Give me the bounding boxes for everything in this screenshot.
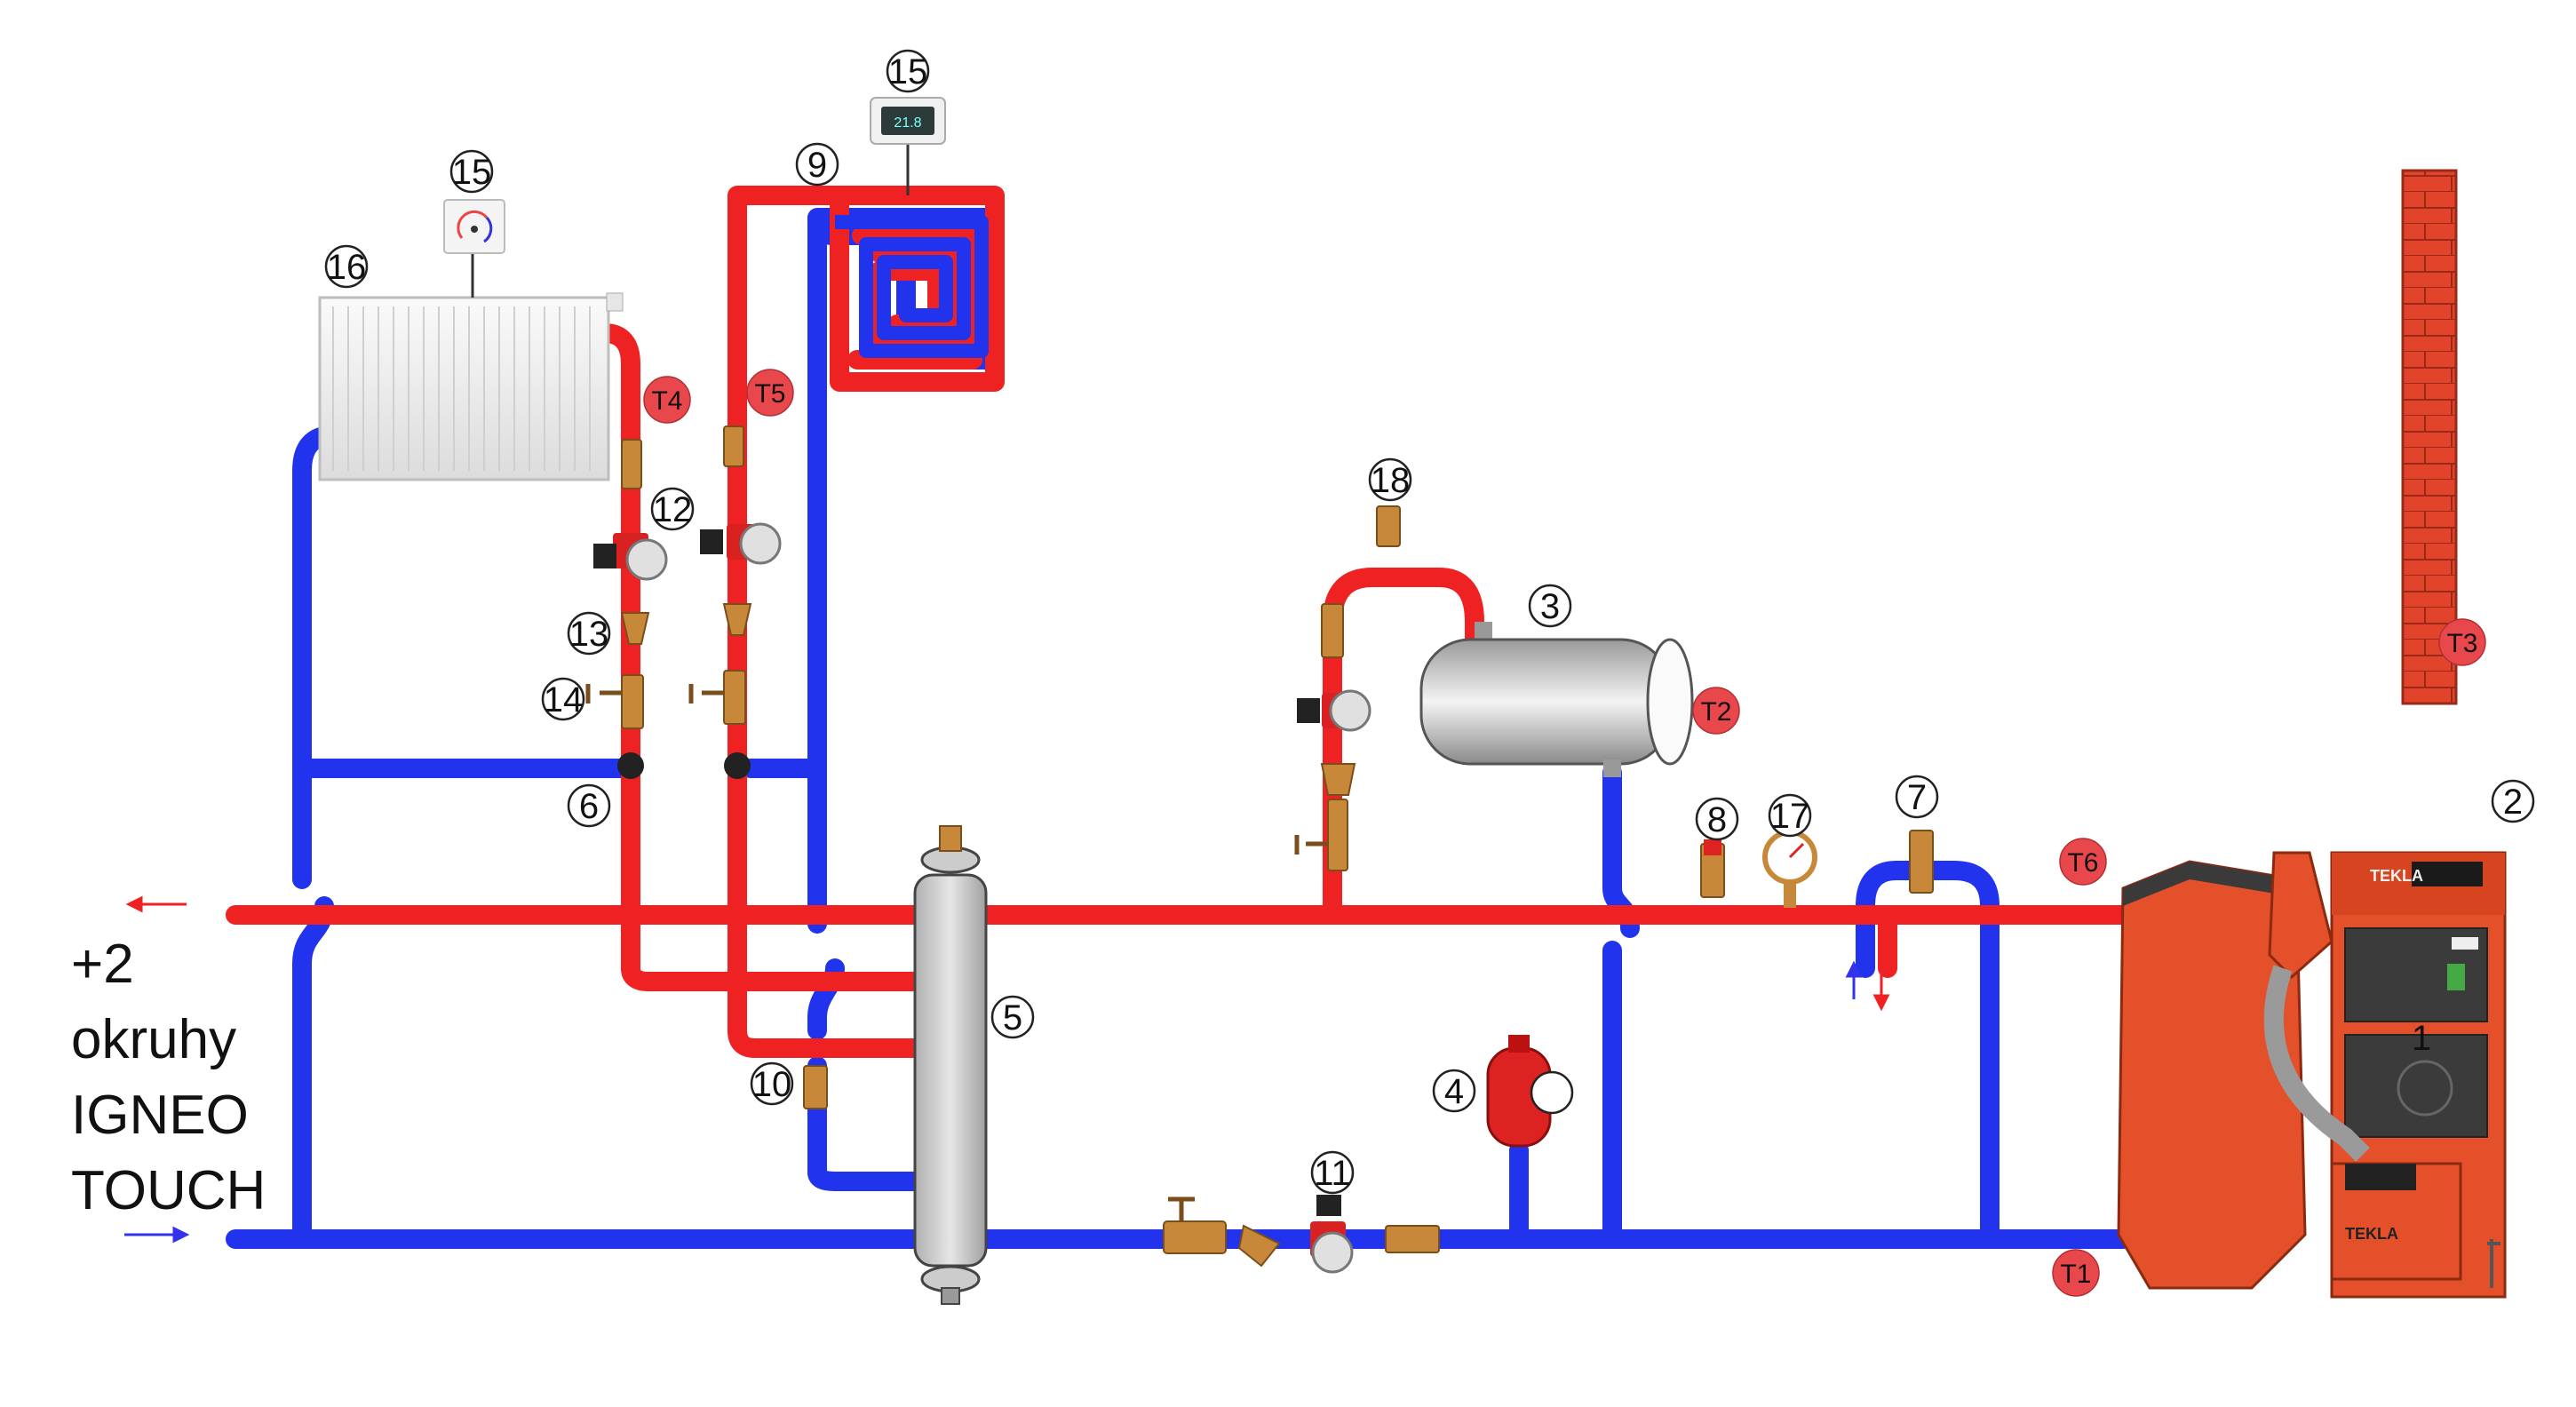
label-15b: 15 bbox=[888, 52, 928, 91]
label-8: 8 bbox=[1707, 800, 1727, 839]
hydraulic-separator bbox=[913, 825, 988, 1305]
label-12: 12 bbox=[653, 490, 693, 529]
sensor-t6: T6 bbox=[2067, 848, 2098, 878]
label-15a: 15 bbox=[452, 153, 492, 192]
radiator-loop-bottom bbox=[621, 958, 925, 991]
component-callouts bbox=[324, 49, 2535, 1195]
tank-supply-loop bbox=[1323, 568, 1484, 925]
label-1: 1 bbox=[2412, 1019, 2431, 1058]
sensor-t4: T4 bbox=[651, 386, 682, 416]
brass-fittings bbox=[585, 425, 1934, 1268]
zone-valves bbox=[617, 752, 751, 779]
separator-return-loop bbox=[807, 1163, 925, 1191]
pump-radiator bbox=[593, 533, 668, 581]
circulation-pumps bbox=[593, 522, 1371, 1274]
label-11: 11 bbox=[1314, 1154, 1351, 1193]
label-7: 7 bbox=[1907, 778, 1927, 817]
label-2: 2 bbox=[2503, 783, 2523, 822]
note-line-3: IGNEO bbox=[71, 1085, 249, 1146]
safety-valve bbox=[1704, 839, 1721, 855]
label-16: 16 bbox=[327, 248, 367, 287]
floor-loop-bottom bbox=[727, 1021, 925, 1058]
touch-thermostat-floor: 21.8 bbox=[870, 97, 946, 195]
sensor-t3: T3 bbox=[2446, 629, 2477, 658]
label-9: 9 bbox=[807, 146, 827, 185]
pump-floor bbox=[700, 522, 782, 565]
label-18: 18 bbox=[1371, 461, 1411, 500]
boiler-unit: TEKLA TEKLA bbox=[2117, 851, 2507, 1299]
pellet-hopper bbox=[2117, 860, 2307, 1290]
note-line-2: okruhy bbox=[71, 1009, 237, 1070]
radiator bbox=[318, 292, 624, 481]
label-17: 17 bbox=[1770, 797, 1810, 836]
sensor-t1: T1 bbox=[2060, 1260, 2091, 1289]
sensor-labels: T1 T2 T3 T4 T5 T6 bbox=[651, 379, 2477, 1289]
note-line-4: TOUCH bbox=[71, 1160, 266, 1221]
pump-tank bbox=[1297, 689, 1371, 732]
note-line-1: +2 bbox=[71, 934, 134, 995]
floor-spiral-return bbox=[835, 215, 989, 358]
radiator-return-riser bbox=[292, 425, 343, 1249]
label-10: 10 bbox=[752, 1065, 792, 1104]
flow-arrows bbox=[124, 895, 1890, 1244]
sensor-t5: T5 bbox=[754, 379, 785, 409]
label-4: 4 bbox=[1444, 1072, 1464, 1111]
thermostat-display: 21.8 bbox=[894, 115, 921, 131]
boiler-brand: TEKLA bbox=[2370, 867, 2423, 885]
label-6: 6 bbox=[579, 787, 599, 826]
burner-brand: TEKLA bbox=[2345, 1225, 2398, 1243]
chimney bbox=[2401, 169, 2458, 705]
pressure-gauge bbox=[1762, 830, 1817, 908]
sensor-t2: T2 bbox=[1700, 697, 1731, 727]
buffer-tank bbox=[1419, 622, 1694, 777]
pump-boiler bbox=[1310, 1195, 1354, 1274]
label-13: 13 bbox=[569, 615, 609, 654]
component-numbers: 1 2 3 4 5 6 7 8 9 10 11 12 13 14 15 15 1… bbox=[327, 52, 2523, 1193]
floor-supply-riser bbox=[727, 186, 1005, 1040]
label-5: 5 bbox=[1003, 998, 1022, 1037]
tank-return-down bbox=[1602, 763, 1640, 1249]
label-3: 3 bbox=[1540, 587, 1560, 626]
sensor-badges bbox=[643, 369, 2486, 1297]
label-14: 14 bbox=[544, 680, 584, 719]
room-thermostat-radiator bbox=[443, 199, 505, 298]
